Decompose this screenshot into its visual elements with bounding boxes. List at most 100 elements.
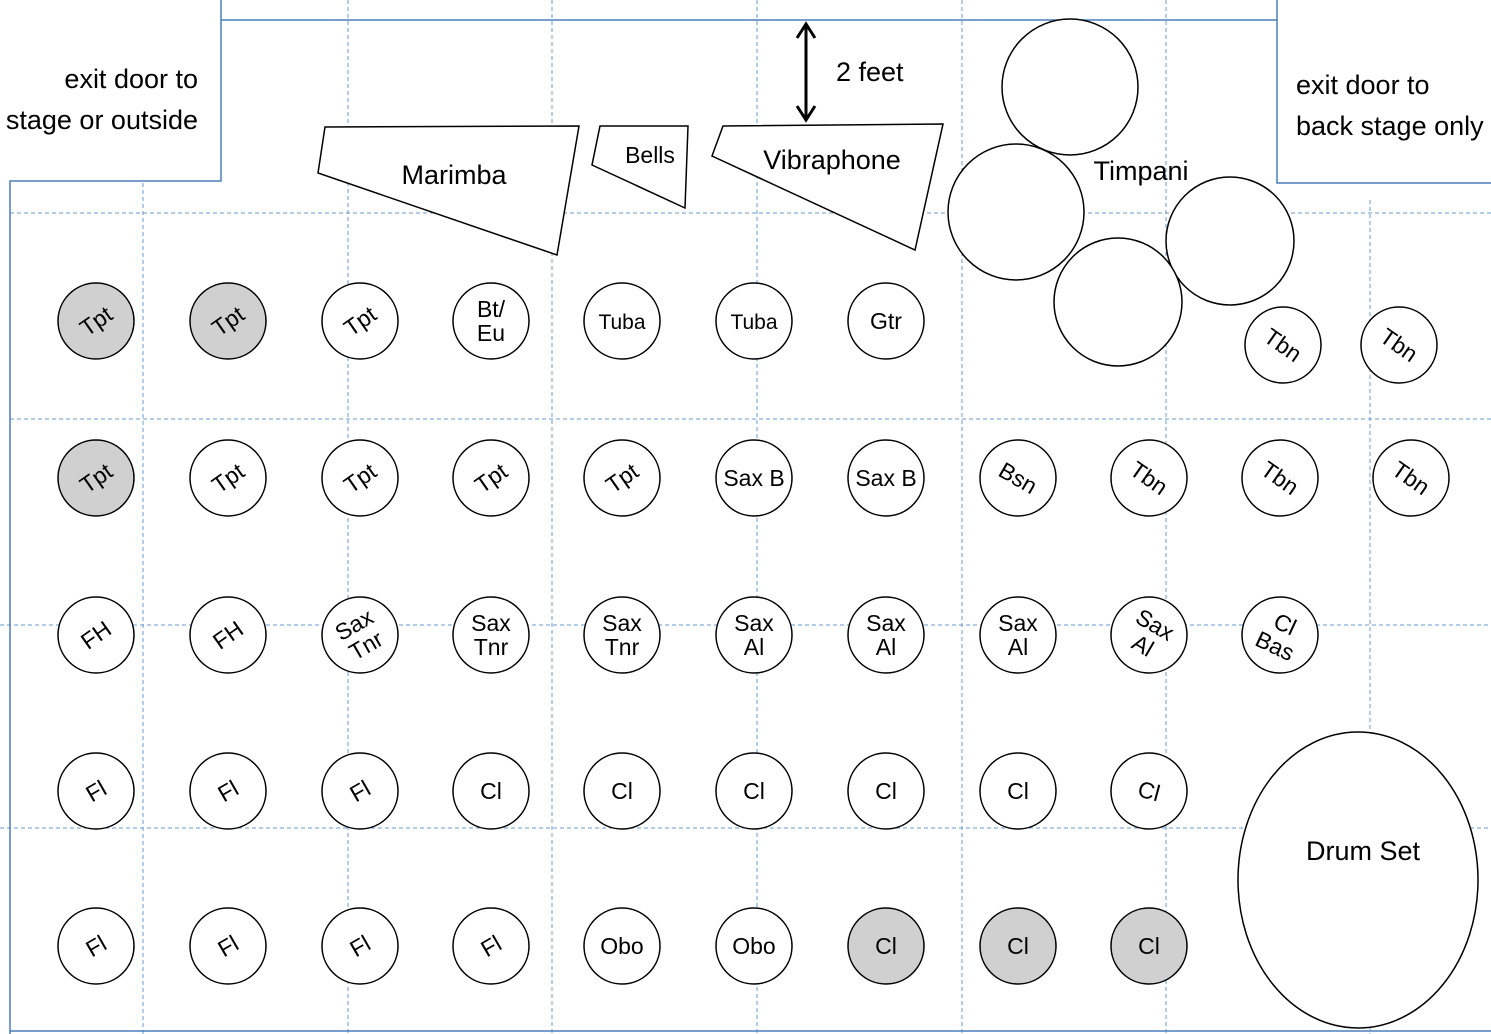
seat-circle [1110,752,1188,830]
seat-label: Sax B [855,465,916,491]
seat: Bsn [979,439,1057,517]
seat-circle [321,439,399,517]
seat: Fl [57,752,135,830]
bells-shape [591,125,689,210]
left-door-label-line2: stage or outside [6,105,198,135]
seat: Sax B [847,439,925,517]
seat: FH [57,596,135,674]
timpani-drum [1001,18,1139,156]
seat: Fl [321,907,399,985]
seat: Tuba [583,282,661,360]
spacing-arrow [795,21,817,123]
seat-label: Obo [600,933,643,959]
seat-circle [321,596,399,674]
seat: Cl [452,752,530,830]
seat: Fl [189,752,267,830]
seat-label: Sax B [723,465,784,491]
seat-circle [847,596,925,674]
seat-circle [452,752,530,830]
seat-label: Tuba [730,311,777,334]
seat-circle [1372,439,1450,517]
seat: Cl [583,752,661,830]
seat-circle [1241,439,1319,517]
seat: Tpt [321,282,399,360]
seat-circle [57,907,135,985]
seat: Tbn [1360,306,1438,384]
seat-circle [189,439,267,517]
bells-label: Bells [625,142,675,168]
seat: Tbn [1244,306,1322,384]
seat-circle [321,752,399,830]
seat-circle [979,439,1057,517]
seat-circle [1244,306,1322,384]
seat-label: Gtr [870,308,902,334]
seat-label: Cl [1007,933,1029,959]
drum-set-label: Drum Set [1306,836,1421,866]
seat: Cl [979,907,1057,985]
seat: Obo [583,907,661,985]
seat: Cl [1110,907,1188,985]
right-door-label-line2: back stage only [1296,111,1484,141]
seat: Sax B [715,439,793,517]
seat: Tpt [452,439,530,517]
seat-label: Cl [875,778,897,804]
seat-circle [583,439,661,517]
seat-circle [189,282,267,360]
vibraphone-label: Vibraphone [763,145,901,175]
seat-circle [979,752,1057,830]
seat: Gtr [847,282,925,360]
seat-circle [57,596,135,674]
seat: Cl [979,752,1057,830]
seat-label: Cl [875,933,897,959]
seat-circle [57,752,135,830]
seat-circle [189,596,267,674]
seat: ClBas [1241,596,1319,674]
seat-circle [715,439,793,517]
seat-circle [979,596,1057,674]
seat: Cl [1110,752,1188,830]
timpani-drum [1165,176,1295,306]
seat-circle [847,752,925,830]
spacing-label: 2 feet [836,57,904,87]
timpani-drum [1053,237,1183,367]
seat-label: Bt/Eu [477,296,506,346]
seat-circle [452,439,530,517]
seat-circle [583,282,661,360]
seat-circle [1110,907,1188,985]
seat-circle [321,907,399,985]
seat-circle [57,282,135,360]
seat-circle [452,907,530,985]
seat: Tpt [57,282,135,360]
seat-label: Obo [732,933,775,959]
marimba-label: Marimba [401,160,507,190]
timpani-label: Timpani [1093,156,1188,186]
seat: Tuba [715,282,793,360]
seat-circle [583,596,661,674]
seat: Cl [847,907,925,985]
seat-label: Cl [480,778,502,804]
seat: Tpt [583,439,661,517]
seat: SaxAl [1110,596,1188,674]
seat-circle [321,282,399,360]
seat: Fl [57,907,135,985]
drum-set-shape [1237,731,1479,1029]
seat-circle [189,907,267,985]
seat: Tpt [57,439,135,517]
seat-circle [452,282,530,360]
seat: Tpt [189,282,267,360]
right-door-label-line1: exit door to [1296,70,1430,100]
seat-circle [583,907,661,985]
seat: SaxTnr [321,596,399,674]
seat-label: Cl [611,778,633,804]
seat: Cl [715,752,793,830]
seat-label: Cl [1138,933,1160,959]
